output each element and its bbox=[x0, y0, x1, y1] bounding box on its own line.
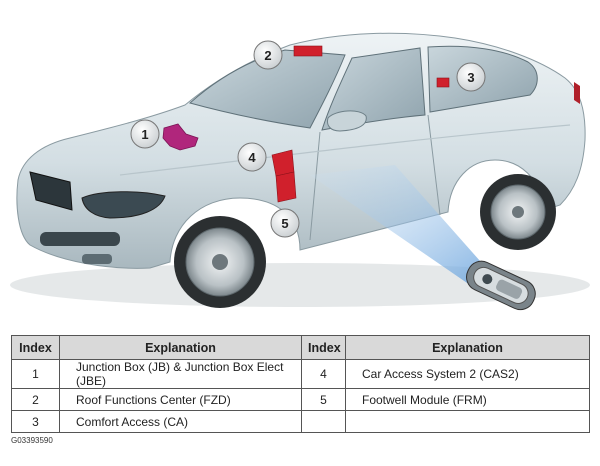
rear-wheel bbox=[480, 174, 556, 250]
index-cell: 5 bbox=[301, 388, 346, 411]
module-2-fzd bbox=[293, 45, 323, 57]
svg-text:2: 2 bbox=[264, 48, 271, 63]
index-cell: 1 bbox=[11, 359, 60, 389]
key-signal-beam bbox=[310, 165, 488, 285]
tail-light bbox=[574, 82, 580, 104]
front-wheel bbox=[174, 216, 266, 308]
index-cell: 3 bbox=[11, 410, 60, 433]
windshield bbox=[188, 49, 346, 129]
door-line-rear bbox=[427, 114, 441, 216]
callout-5: 5 bbox=[270, 208, 300, 238]
remote-key bbox=[466, 260, 536, 311]
fog-light bbox=[82, 254, 112, 264]
table-row: 3 Comfort Access (CA) bbox=[11, 410, 590, 433]
callout-4: 4 bbox=[237, 142, 267, 172]
svg-text:3: 3 bbox=[467, 70, 474, 85]
index-cell: 2 bbox=[11, 388, 60, 411]
kidney-grille bbox=[29, 171, 73, 211]
callout-1: 1 bbox=[130, 119, 160, 149]
door-line-front bbox=[309, 131, 321, 241]
module-1-jb-jbe bbox=[162, 123, 199, 151]
explanation-cell: Car Access System 2 (CAS2) bbox=[345, 359, 590, 389]
svg-text:1: 1 bbox=[141, 127, 148, 142]
legend-table: Index Explanation Index Explanation 1 Ju… bbox=[11, 335, 590, 433]
explanation-cell: Footwell Module (FRM) bbox=[345, 388, 590, 411]
legend-header-row: Index Explanation Index Explanation bbox=[11, 335, 590, 360]
header-explanation-left: Explanation bbox=[59, 335, 302, 360]
figure-code: G03393590 bbox=[11, 436, 53, 445]
module-3-ca bbox=[436, 77, 450, 88]
explanation-cell: Comfort Access (CA) bbox=[59, 410, 302, 433]
svg-text:4: 4 bbox=[248, 150, 256, 165]
explanation-cell: Roof Functions Center (FZD) bbox=[59, 388, 302, 411]
table-row: 1 Junction Box (JB) & Junction Box Elect… bbox=[11, 359, 590, 389]
lower-intake bbox=[40, 232, 120, 246]
explanation-cell: Junction Box (JB) & Junction Box Elect (… bbox=[59, 359, 302, 389]
body-crease bbox=[119, 124, 571, 176]
explanation-cell bbox=[345, 410, 590, 433]
svg-text:5: 5 bbox=[281, 216, 288, 231]
header-explanation-right: Explanation bbox=[345, 335, 590, 360]
module-5-frm bbox=[275, 171, 297, 203]
car-illustration: 1 2 3 4 5 bbox=[10, 32, 590, 311]
side-mirror bbox=[327, 110, 367, 132]
index-cell: 4 bbox=[301, 359, 346, 389]
car-shadow bbox=[10, 263, 590, 307]
index-cell bbox=[301, 410, 346, 433]
header-index-right: Index bbox=[301, 335, 346, 360]
header-index-left: Index bbox=[11, 335, 60, 360]
callout-2: 2 bbox=[253, 40, 283, 70]
module-4-cas2 bbox=[271, 149, 295, 177]
headlight bbox=[81, 191, 166, 219]
table-row: 2 Roof Functions Center (FZD) 5 Footwell… bbox=[11, 388, 590, 411]
callout-3: 3 bbox=[456, 62, 486, 92]
